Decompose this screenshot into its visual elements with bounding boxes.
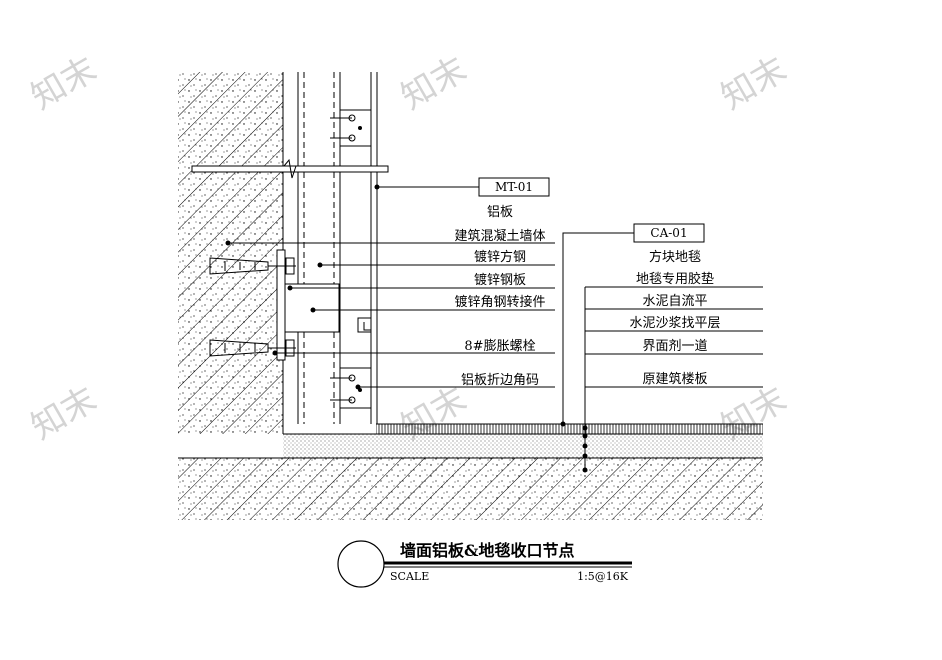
- angle-clip: [330, 367, 372, 409]
- watermark: 知末: [715, 49, 794, 118]
- scale-label: SCALE: [390, 570, 429, 583]
- tag-mt: MT-01: [478, 177, 550, 197]
- label-angle-connector: 镀锌角钢转接件: [454, 294, 545, 310]
- label-original-slab: 原建筑楼板: [642, 371, 707, 387]
- watermark: 知末: [25, 379, 104, 448]
- drawing-title: 墙面铝板&地毯收口节点: [400, 541, 574, 560]
- watermark: 知末: [395, 49, 474, 118]
- title-block: 墙面铝板&地毯收口节点 SCALE 1:5@16K: [337, 540, 632, 588]
- label-concrete-wall: 建筑混凝土墙体: [454, 228, 545, 244]
- angle-clip: [330, 109, 372, 147]
- wall-label-group: 铝板 建筑混凝土墙体 镀锌方钢 镀锌钢板 镀锌角钢转接件 8#膨胀螺栓 铝板折边…: [454, 205, 545, 388]
- label-folded-angle-code: 铝板折边角码: [461, 373, 539, 388]
- expansion-bolt: [209, 339, 296, 357]
- tag-ca: CA-01: [633, 223, 705, 243]
- label-carpet-tile: 方块地毯: [649, 249, 701, 265]
- concrete-wall: [178, 72, 284, 434]
- label-mortar-screed: 水泥沙浆找平层: [629, 316, 720, 331]
- detail-circle: [337, 540, 385, 588]
- expansion-bolt: [209, 257, 296, 275]
- break-line: [191, 158, 389, 179]
- label-interface-agent: 界面剂一道: [642, 339, 707, 354]
- label-galvanized-plate: 镀锌钢板: [474, 272, 526, 288]
- watermark: 知末: [25, 49, 104, 118]
- screed-layer: [283, 433, 763, 458]
- label-carpet-underlay: 地毯专用胶垫: [636, 271, 714, 287]
- tag-mt-text: MT-01: [495, 180, 533, 194]
- wall-leaders: [225, 184, 555, 390]
- tag-ca-text: CA-01: [650, 226, 687, 240]
- floor-label-group: 方块地毯 地毯专用胶垫 水泥自流平 水泥沙浆找平层 界面剂一道 原建筑楼板: [629, 249, 720, 387]
- label-expansion-bolt: 8#膨胀螺栓: [464, 339, 535, 354]
- label-galvanized-square-tube: 镀锌方钢: [474, 249, 526, 265]
- watermark-layer: 知末 知末 知末 知末 知末 知末: [25, 49, 794, 448]
- carpet-layer: [376, 423, 763, 434]
- floor-leaders: [560, 232, 763, 473]
- label-aluminium-panel: 铝板: [487, 205, 513, 220]
- scale-value: 1:5@16K: [577, 570, 629, 583]
- floor-slab: [178, 457, 763, 520]
- steel-frame: [297, 72, 341, 424]
- label-self-leveling: 水泥自流平: [642, 294, 707, 309]
